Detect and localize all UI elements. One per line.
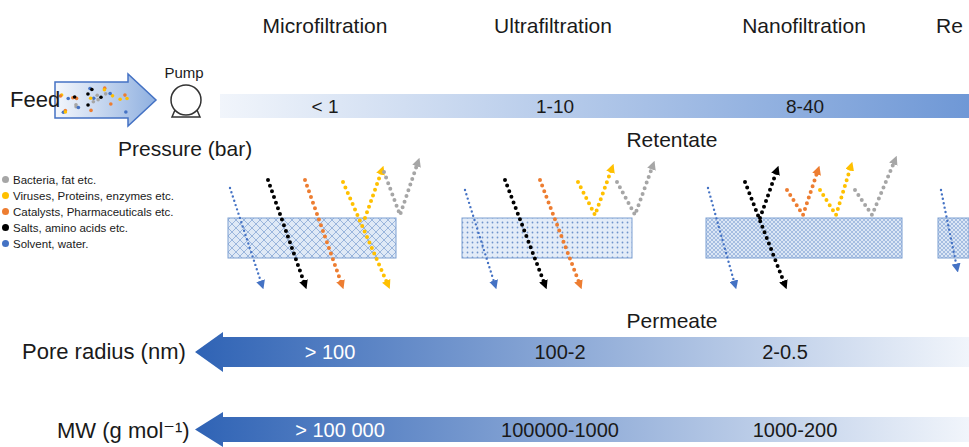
feed-arrow: [55, 74, 156, 126]
particle: [92, 100, 96, 104]
trajectory: [305, 180, 342, 285]
range-value: 100000-1000: [501, 420, 619, 440]
pump-base: [172, 110, 200, 117]
membrane: [228, 218, 396, 258]
legend-text: Bacteria, fat etc.: [13, 173, 96, 187]
legend-text: Catalysts, Pharmaceuticals etc.: [13, 205, 173, 219]
trajectory: [787, 170, 818, 215]
trajectory: [617, 165, 653, 215]
particle: [86, 103, 90, 107]
legend-swatch: [2, 208, 9, 215]
range-value: > 100 000: [295, 420, 385, 440]
trajectory: [855, 160, 895, 215]
particle: [124, 110, 128, 114]
feed-particles: [59, 86, 129, 114]
legend-swatch: [2, 240, 9, 247]
trajectory: [268, 180, 305, 285]
stream-label: Retentate: [626, 129, 717, 150]
trajectory: [505, 180, 545, 285]
pump-label: Pump: [164, 65, 203, 80]
legend-text: Viruses, Proteins, enzymes etc.: [13, 189, 174, 203]
membrane: [462, 218, 632, 258]
legend-swatch: [2, 224, 9, 231]
legend-entry: Solvent, water.: [0, 237, 215, 251]
trajectory: [230, 188, 262, 285]
range-value: 2-0.5: [762, 342, 808, 362]
trajectory: [465, 190, 495, 285]
particle: [99, 95, 103, 99]
range-value: 1000-200: [753, 420, 838, 440]
particle: [125, 97, 129, 101]
trajectory: [343, 182, 388, 285]
trajectory: [578, 168, 612, 215]
trajectory: [745, 182, 785, 285]
process-heading: Re: [936, 15, 963, 36]
particle: [96, 98, 100, 102]
particle: [66, 97, 70, 101]
range-value: > 100: [305, 342, 356, 362]
legend-entry: Salts, amino acids etc.: [0, 221, 215, 235]
particle: [108, 92, 112, 96]
range-value: 8-40: [786, 97, 824, 116]
particle: [118, 97, 122, 101]
pore-radius-arrow: > 100 100-2 2-0.5: [195, 332, 969, 372]
trajectory: [384, 162, 418, 215]
particle: [77, 106, 81, 110]
legend-entry: Viruses, Proteins, enzymes etc.: [0, 189, 215, 203]
particle: [73, 95, 77, 99]
trajectory: [760, 170, 777, 218]
legend-text: Salts, amino acids etc.: [13, 221, 128, 235]
feed-label: Feed: [10, 89, 60, 111]
particle: [95, 93, 99, 97]
mw-arrow: > 100 000 100000-1000 1000-200: [195, 412, 969, 447]
particle: [64, 110, 68, 114]
axis-label: MW (g mol⁻¹): [57, 420, 190, 442]
particle: [123, 93, 127, 97]
trajectory: [540, 180, 580, 285]
process-heading: Ultrafiltration: [494, 15, 612, 36]
legend-swatch: [2, 176, 9, 183]
range-value: < 1: [312, 97, 339, 116]
legend-entry: Catalysts, Pharmaceuticals etc.: [0, 205, 215, 219]
range-value: 1-10: [536, 97, 574, 116]
legend-entry: Bacteria, fat etc.: [0, 173, 215, 187]
particle-trajectories: [230, 160, 957, 285]
particle: [92, 96, 96, 100]
particle: [104, 92, 108, 96]
membrane: [706, 218, 902, 258]
particle: [89, 109, 93, 113]
particle: [103, 88, 107, 92]
pressure-band: < 1 1-10 8-40: [220, 94, 969, 118]
stream-label: Permeate: [626, 310, 717, 331]
particle: [109, 102, 113, 106]
particle: [90, 88, 94, 92]
legend-swatch: [2, 192, 9, 199]
trajectory: [708, 188, 735, 285]
axis-label: Pore radius (nm): [22, 341, 186, 363]
process-heading: Microfiltration: [263, 15, 388, 36]
particle: [89, 97, 93, 101]
axis-label: Pressure (bar): [118, 138, 252, 159]
trajectory: [941, 190, 957, 268]
range-value: 100-2: [534, 342, 585, 362]
particle: [86, 92, 90, 96]
process-heading: Nanofiltration: [742, 15, 866, 36]
trajectory: [365, 170, 382, 218]
trajectory: [820, 166, 851, 215]
legend-text: Solvent, water.: [13, 237, 88, 251]
